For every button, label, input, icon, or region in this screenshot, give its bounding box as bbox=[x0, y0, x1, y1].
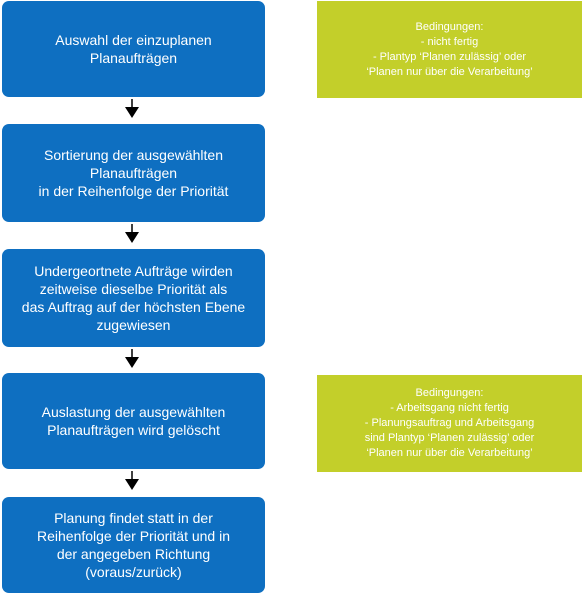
condition-2-line-5: ‘Planen nur über die Verarbeitung’ bbox=[366, 447, 533, 459]
step-5-line-2: Reihenfolge der Priorität und in bbox=[36, 528, 230, 544]
arrow-down-icon bbox=[125, 224, 139, 243]
arrow-down-icon bbox=[125, 349, 139, 368]
step-3-line-2: zeitweise dieselbe Priorität als bbox=[39, 281, 228, 297]
arrow-down-icon bbox=[125, 471, 139, 490]
step-4-line-2: Planaufträgen wird gelöscht bbox=[47, 422, 220, 438]
step-3-line-4: zugewiesen bbox=[96, 317, 171, 333]
step-2-line-2: Planaufträgen bbox=[89, 165, 178, 181]
step-5-line-1: Planung findet statt in der bbox=[54, 510, 213, 526]
condition-2-line-3: - Planungsauftrag und Arbeitsgang bbox=[364, 417, 535, 429]
step-assign-subordinate-priority: Undergeortnete Aufträge wirden zeitweise… bbox=[2, 249, 265, 347]
condition-2-line-2: - Arbeitsgang nicht fertig bbox=[390, 402, 509, 414]
step-4-line-1: Auslastung der ausgewählten bbox=[41, 404, 226, 420]
step-1-line-2: Planaufträgen bbox=[89, 50, 178, 66]
step-3-line-3: das Auftrag auf der höchsten Ebene bbox=[21, 299, 246, 315]
step-2-line-3: in der Reihenfolge der Priorität bbox=[38, 183, 229, 199]
condition-1-line-4: ‘Planen nur über die Verarbeitung’ bbox=[366, 65, 533, 78]
arrow-down-icon bbox=[125, 99, 139, 118]
step-1-line-1: Auswahl der einzuplanen bbox=[55, 32, 212, 48]
condition-1-line-2: - nicht fertig bbox=[420, 35, 479, 48]
step-5-line-4: (voraus/zurück) bbox=[85, 564, 182, 580]
step-sort-by-priority: Sortierung der ausgewählten Planaufträge… bbox=[2, 124, 265, 222]
step-2-line-1: Sortierung der ausgewählten bbox=[43, 147, 223, 163]
step-delete-load: Auslastung der ausgewählten Planaufträge… bbox=[2, 373, 265, 469]
step-5-line-3: der angegeben Richtung bbox=[56, 546, 211, 562]
step-3-line-1: Undergeortnete Aufträge wirden bbox=[34, 263, 233, 279]
condition-1-line-3: - Plantyp ‘Planen zulässig’ oder bbox=[372, 50, 527, 63]
condition-box-load-deletion: Bedingungen: - Arbeitsgang nicht fertig … bbox=[317, 375, 582, 472]
condition-2-line-4: sind Plantyp ‘Planen zulässig’ oder bbox=[364, 432, 535, 444]
step-select-plan-orders: Auswahl der einzuplanen Planaufträgen bbox=[2, 1, 265, 97]
condition-2-line-1: Bedingungen: bbox=[415, 387, 484, 399]
condition-1-line-1: Bedingungen: bbox=[415, 20, 484, 33]
step-planning-by-priority: Planung findet statt in der Reihenfolge … bbox=[2, 497, 265, 593]
condition-box-selection: Bedingungen: - nicht fertig - Plantyp ‘P… bbox=[317, 1, 582, 98]
